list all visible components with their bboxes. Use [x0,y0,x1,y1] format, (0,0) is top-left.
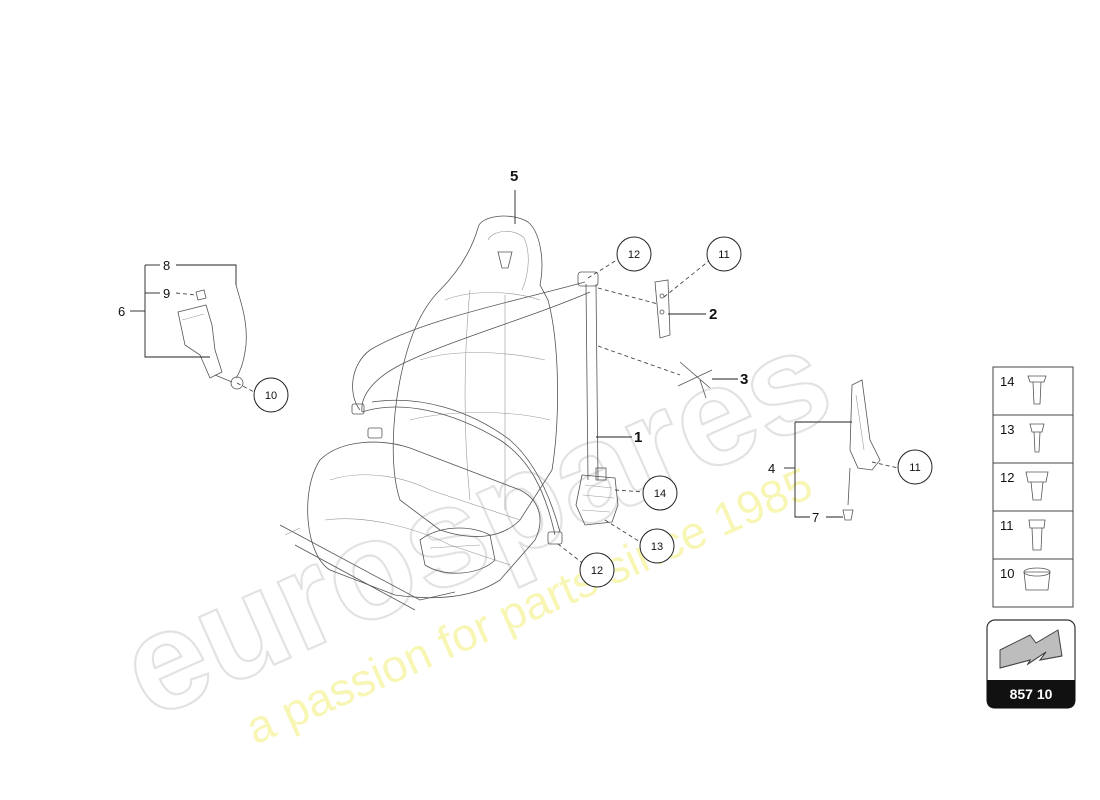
callout-6: 6 [118,304,125,319]
screw-13-icon [1029,423,1045,453]
fastener-row-11: 11 [1000,518,1046,551]
seat-belt-strap [351,271,599,545]
fastener-label-13: 13 [1000,422,1014,437]
fastener-label-14: 14 [1000,374,1014,389]
retractor [575,467,619,526]
watermark: eurospares a passion for parts since 198… [97,296,853,754]
part-2-bracket [654,279,671,339]
fastener-label-11: 11 [1000,518,1014,533]
fastener-label-10: 10 [1000,566,1014,581]
circle-callout-11-upper: 11 [706,236,742,272]
callout-9: 9 [163,286,170,301]
page-number: 857 10 [1010,686,1053,702]
callout-3: 3 [740,371,748,388]
callout-13-text: 13 [651,541,663,553]
circled-callouts: 10 12 11 14 13 12 11 [253,236,933,588]
part-4-adjuster [842,379,881,521]
circle-callout-14: 14 [642,475,678,511]
page-reference-box: 857 10 [986,619,1076,709]
screw-14-icon [1027,375,1047,405]
seat-drawing [279,215,558,611]
callout-2: 2 [709,306,717,323]
callout-5: 5 [510,168,518,185]
callout-12-upper-text: 12 [628,249,640,261]
fastener-row-12: 12 [1000,470,1049,501]
part-labels: 1 2 3 4 5 6 7 8 9 [118,168,819,525]
circle-callout-13: 13 [639,528,675,564]
leader-lines [130,190,899,566]
callout-7: 7 [812,510,819,525]
nut-10-icon [1023,571,1051,591]
part-6-buckle [177,284,247,390]
fastener-label-12: 12 [1000,470,1014,485]
circle-callout-11-right: 11 [897,449,933,485]
callout-12-lower-text: 12 [591,565,603,577]
callout-10-text: 10 [265,390,277,402]
fastener-panel: 14 13 12 11 10 [992,366,1074,608]
callout-11-right-text: 11 [909,462,920,474]
screw-11-icon [1028,519,1046,551]
fastener-row-14: 14 [1000,374,1047,405]
callout-11-upper-text: 11 [718,249,729,261]
screw-12-icon [1025,471,1049,501]
circle-callout-10: 10 [253,377,289,413]
fastener-row-13: 13 [1000,422,1045,453]
callout-4: 4 [768,461,775,476]
part-3-clip [677,361,713,399]
callout-14-text: 14 [654,488,666,500]
fastener-row-10: 10 [1000,566,1051,591]
circle-callout-12-lower: 12 [579,552,615,588]
callout-1: 1 [634,429,642,446]
circle-callout-12-upper: 12 [616,236,652,272]
callout-8: 8 [163,258,170,273]
